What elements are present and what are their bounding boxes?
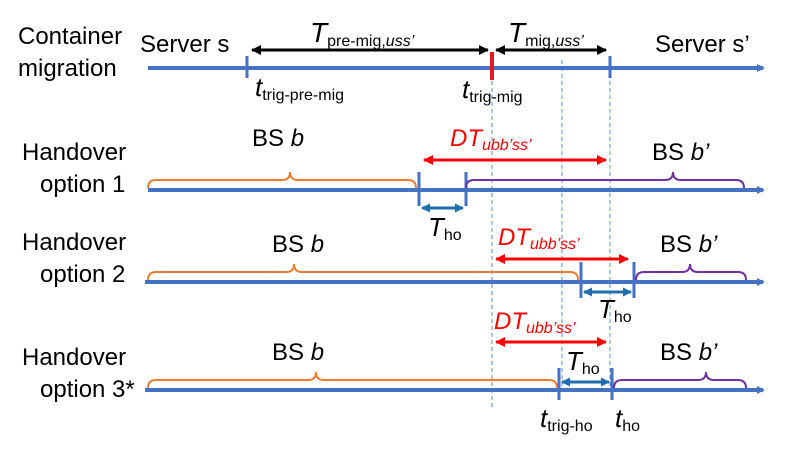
- ho2-bs-b-prime-brace: [635, 263, 747, 281]
- trig-premig-label: ttrig-pre-mig: [255, 72, 344, 104]
- ho3-bs-b-label: BS b: [272, 339, 324, 366]
- handover-option-3-row: Handover option 3* BS b BS b’ DTubb’ss’ …: [22, 308, 765, 435]
- ho2-tho-label: Tho: [598, 294, 632, 326]
- ho1-label-line1: Handover: [22, 139, 126, 166]
- ho1-bs-b-prime-brace: [465, 171, 745, 189]
- ho3-label-line1: Handover: [22, 344, 126, 371]
- handover-option-1-row: Handover option 1 BS b BS b’ DTubb’ss’ T…: [22, 125, 765, 244]
- ho3-t-ho-label: tho: [615, 403, 640, 435]
- ho1-bs-b-label: BS b: [252, 125, 304, 152]
- premig-duration-label: Tpre-mig,uss’: [310, 17, 415, 50]
- ho1-bs-b-brace: [147, 171, 417, 189]
- ho2-label-line2: option 2: [40, 261, 125, 288]
- ho3-tho-label: Tho: [566, 346, 600, 378]
- ho3-bs-b-prime-label: BS b’: [660, 339, 718, 366]
- ho3-trig-ho-label: ttrig-ho: [540, 403, 593, 435]
- ho1-tho-label: Tho: [428, 212, 462, 244]
- migration-label-line1: Container: [18, 23, 122, 50]
- handover-option-2-row: Handover option 2 BS b BS b’ DTubb’ss’ T…: [22, 224, 765, 326]
- ho3-bs-b-brace: [147, 371, 558, 389]
- migration-row: Container migration Server s Server s’ T…: [18, 17, 765, 106]
- ho3-label-line2: option 3*: [40, 376, 135, 403]
- ho2-bs-b-prime-label: BS b’: [660, 231, 718, 258]
- ho2-bs-b-label: BS b: [272, 231, 324, 258]
- server-s-label: Server s: [140, 31, 229, 58]
- mig-duration-label: Tmig,uss’: [508, 17, 584, 50]
- server-s-prime-label: Server s’: [655, 31, 750, 58]
- ho1-dt-label: DTubb’ss’: [450, 125, 532, 154]
- ho1-bs-b-prime-label: BS b’: [652, 139, 710, 166]
- ho2-label-line1: Handover: [22, 229, 126, 256]
- ho2-dt-label: DTubb’ss’: [498, 224, 580, 253]
- trig-mig-label: ttrig-mig: [462, 74, 523, 106]
- migration-label-line2: migration: [18, 55, 117, 82]
- ho2-bs-b-brace: [147, 263, 579, 281]
- dashed-guides: [491, 60, 611, 408]
- ho3-bs-b-prime-brace: [613, 371, 747, 389]
- ho1-label-line2: option 1: [40, 171, 125, 198]
- ho3-dt-label: DTubb’ss’: [494, 308, 576, 337]
